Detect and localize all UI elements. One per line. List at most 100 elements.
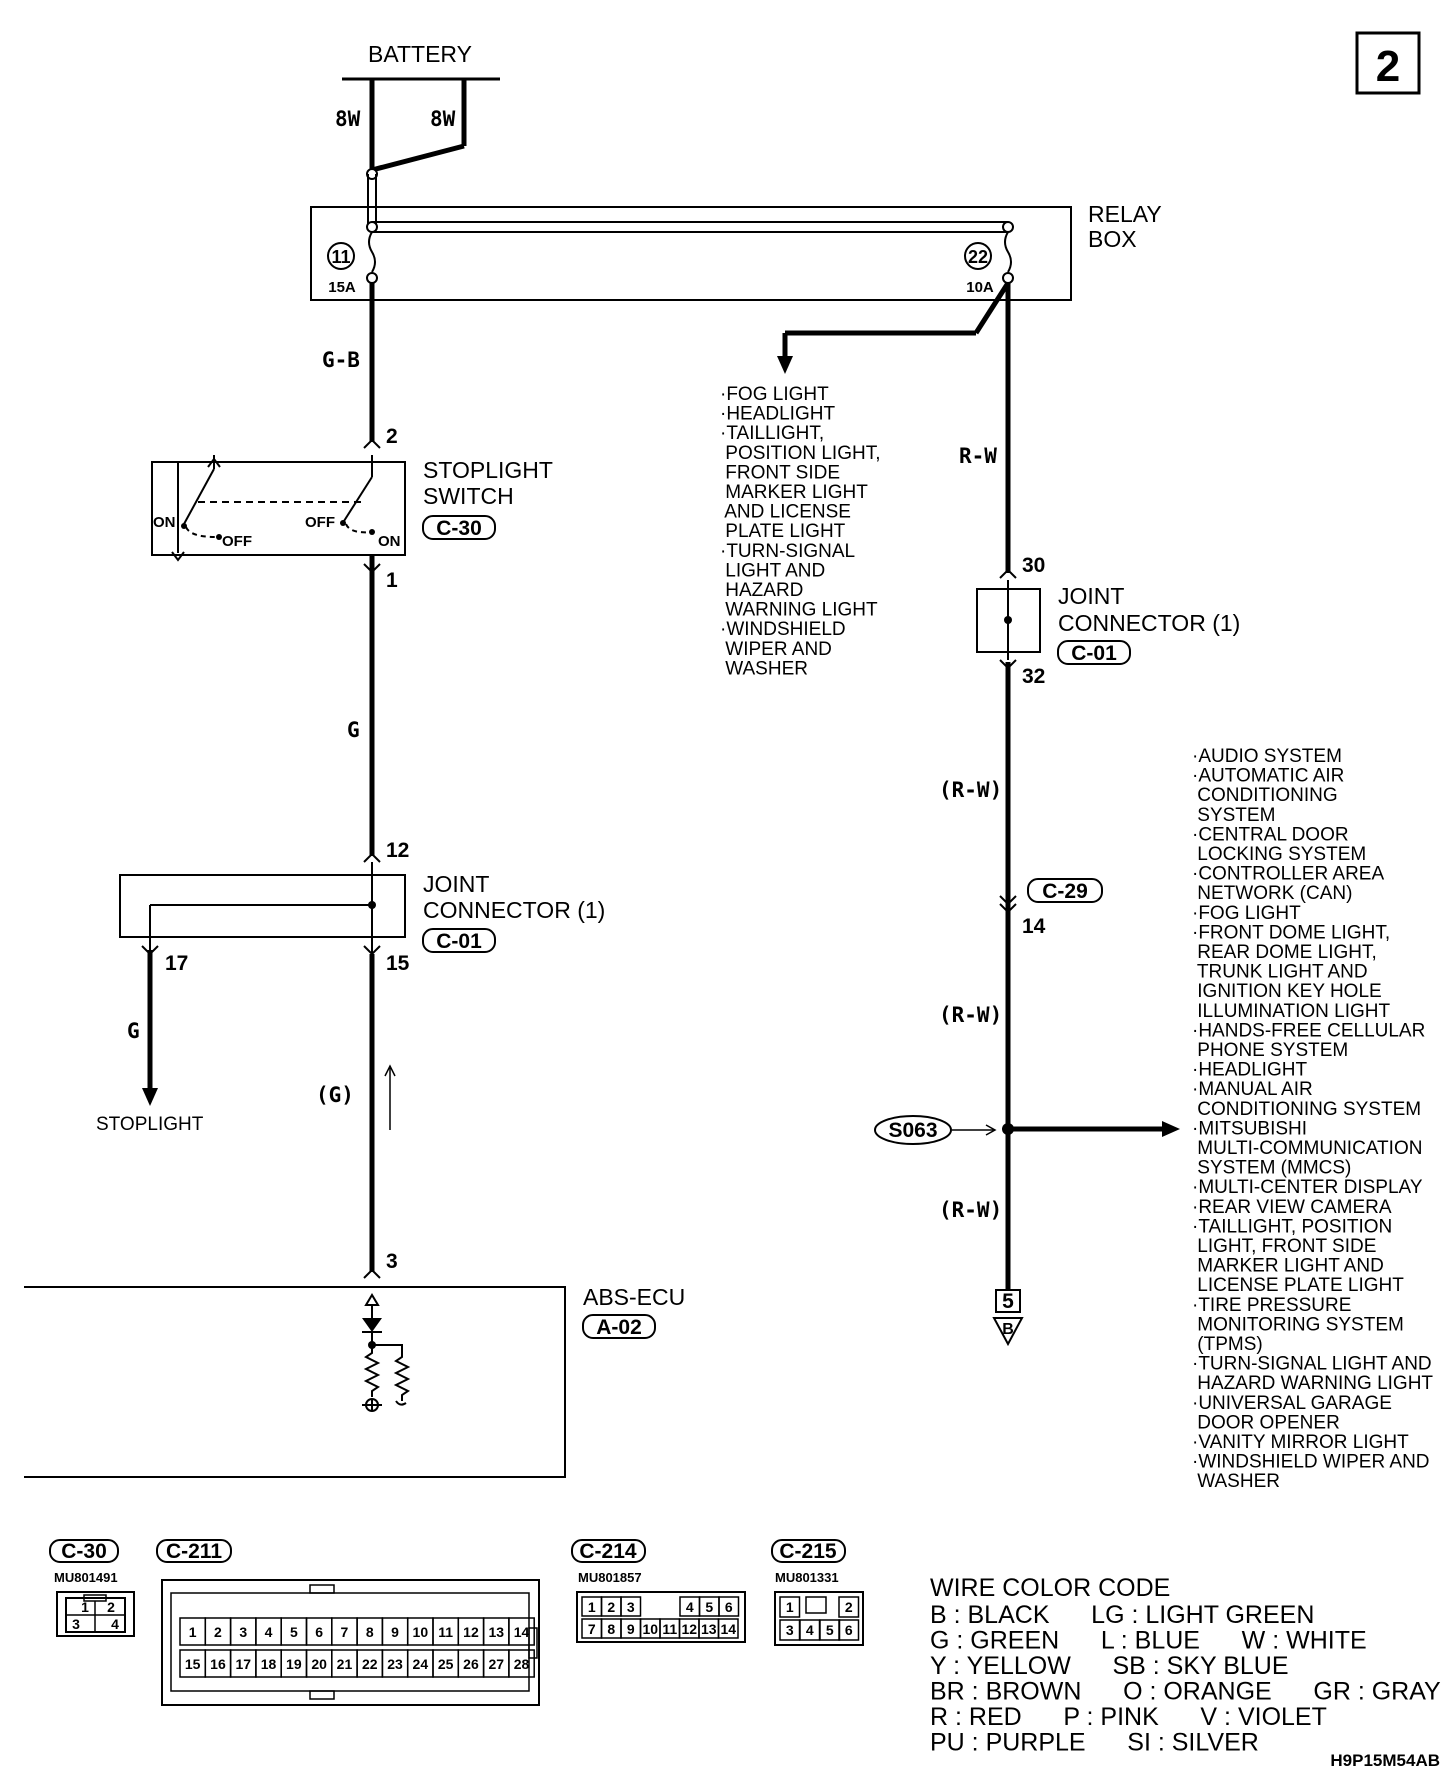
splice-label: S063 bbox=[888, 1119, 937, 1142]
switch-on-left: ON bbox=[153, 514, 176, 531]
relay-output-item: HAZARD bbox=[720, 580, 803, 601]
c214-label: C-214 bbox=[579, 1540, 637, 1563]
switch-label-1: STOPLIGHT bbox=[423, 457, 553, 483]
relay-box: RELAY BOX 11 15A 22 10A bbox=[310, 174, 1162, 301]
splice-output-item: CONDITIONING SYSTEM bbox=[1192, 1099, 1421, 1120]
relay-output-item: POSITION LIGHT, bbox=[720, 443, 880, 464]
c211-pin: 18 bbox=[261, 1656, 277, 1672]
splice-output-item: ·CONTROLLER AREA bbox=[1192, 864, 1384, 885]
battery-label: BATTERY bbox=[368, 41, 472, 67]
splice-output-item: ·WINDSHIELD WIPER AND bbox=[1192, 1452, 1430, 1473]
splice-output-item: DOOR OPENER bbox=[1192, 1412, 1340, 1433]
c214-pin: 4 bbox=[686, 1599, 694, 1615]
relay-output-item: FRONT SIDE bbox=[720, 462, 840, 483]
c214-part: MU801857 bbox=[578, 1570, 642, 1585]
splice-output-item: LIGHT, FRONT SIDE bbox=[1192, 1236, 1376, 1257]
wire-color-row: BR : BROWN O : ORANGE GR : GRAY bbox=[930, 1678, 1441, 1706]
stoplight-wire: G bbox=[127, 1019, 140, 1043]
wire-color-row: G : GREEN L : BLUE W : WHITE bbox=[930, 1627, 1367, 1655]
relay-output-item: ·TAILLIGHT, bbox=[720, 423, 824, 444]
switch-pin-top: 2 bbox=[386, 425, 398, 448]
c211-pin: 20 bbox=[311, 1656, 327, 1672]
joint-left-pin-in: 12 bbox=[386, 839, 409, 862]
fuse-11-number: 11 bbox=[331, 247, 350, 267]
joint-right-label-2: CONNECTOR (1) bbox=[1058, 610, 1240, 636]
c215-part: MU801331 bbox=[775, 1570, 839, 1585]
c211-pin: 25 bbox=[438, 1656, 454, 1672]
splice-output-item: MULTI-COMMUNICATION bbox=[1192, 1138, 1422, 1159]
joint-left-connector: C-01 bbox=[436, 930, 482, 953]
splice-output-item: ·AUDIO SYSTEM bbox=[1192, 746, 1342, 767]
splice-output-item: SYSTEM (MMCS) bbox=[1192, 1158, 1351, 1179]
abs-ecu-connector: A-02 bbox=[596, 1316, 642, 1339]
splice-output-item: MARKER LIGHT AND bbox=[1192, 1256, 1384, 1277]
splice-output-item: LICENSE PLATE LIGHT bbox=[1192, 1275, 1404, 1296]
wire-rw-paren-2: (R-W) bbox=[939, 1003, 1002, 1027]
splice-output-item: ·MULTI-CENTER DISPLAY bbox=[1192, 1177, 1423, 1198]
c214-pin: 2 bbox=[607, 1599, 615, 1615]
relay-output-item: WASHER bbox=[720, 658, 808, 679]
splice-output-item: ·MITSUBISHI bbox=[1192, 1118, 1307, 1139]
right-circuit: R-W 30 JOINT CONNECTOR (1) C-01 32 (R-W)… bbox=[874, 283, 1240, 1347]
splice-output-item: ·AUTOMATIC AIR bbox=[1192, 766, 1344, 787]
splice-output-item: ·REAR VIEW CAMERA bbox=[1192, 1197, 1392, 1218]
c214-pin: 11 bbox=[662, 1621, 677, 1637]
relay-output-item: LIGHT AND bbox=[720, 560, 825, 581]
c215-pin: 3 bbox=[786, 1622, 794, 1638]
c30-pin-2: 2 bbox=[107, 1599, 115, 1615]
splice-output-item: ·FRONT DOME LIGHT, bbox=[1192, 922, 1390, 943]
relay-output-item: ·TURN-SIGNAL bbox=[720, 541, 855, 562]
wire-color-row: Y : YELLOW SB : SKY BLUE bbox=[930, 1652, 1289, 1680]
relay-output-item: ·FOG LIGHT bbox=[720, 384, 829, 405]
wire-g-paren: (G) bbox=[316, 1083, 354, 1107]
c211-pin: 21 bbox=[337, 1656, 353, 1672]
c211-pin: 17 bbox=[235, 1656, 251, 1672]
splice-output-list: ·AUDIO SYSTEM·AUTOMATIC AIR CONDITIONING… bbox=[1192, 746, 1433, 1492]
c214-pin: 13 bbox=[701, 1621, 717, 1637]
c211-pin: 12 bbox=[463, 1624, 479, 1640]
c30-label: C-30 bbox=[61, 1540, 107, 1563]
connector-c29: C-29 bbox=[1042, 880, 1088, 903]
c211-pin: 19 bbox=[286, 1656, 302, 1672]
c214-pin: 10 bbox=[642, 1621, 658, 1637]
c211-pin: 3 bbox=[239, 1624, 247, 1640]
connector-c30-view: C-30 MU801491 1 2 3 4 bbox=[49, 1539, 135, 1637]
splice-output-item: ·HANDS-FREE CELLULAR bbox=[1192, 1020, 1425, 1041]
wire-color-title: WIRE COLOR CODE bbox=[930, 1574, 1170, 1602]
wire-rw-paren-1: (R-W) bbox=[939, 778, 1002, 802]
c211-label: C-211 bbox=[166, 1540, 222, 1563]
wire-color-row: B : BLACK LG : LIGHT GREEN bbox=[930, 1601, 1314, 1629]
c214-pin: 6 bbox=[725, 1599, 733, 1615]
c214-pin: 9 bbox=[627, 1621, 635, 1637]
switch-off-left: OFF bbox=[222, 533, 252, 550]
c211-pin: 14 bbox=[514, 1624, 530, 1640]
c29-pin: 14 bbox=[1022, 915, 1046, 938]
c215-pin: 1 bbox=[786, 1599, 794, 1615]
splice-output-item: TRUNK LIGHT AND bbox=[1192, 962, 1368, 983]
joint-left-pin-out-right: 15 bbox=[386, 952, 410, 975]
battery-wire-right: 8W bbox=[430, 107, 456, 131]
c211-pin: 9 bbox=[391, 1624, 399, 1640]
relay-output-item: ·HEADLIGHT bbox=[720, 404, 835, 425]
splice-output-item: WASHER bbox=[1192, 1471, 1280, 1492]
splice-output-item: PHONE SYSTEM bbox=[1192, 1040, 1348, 1061]
joint-right-pin-out: 32 bbox=[1022, 665, 1045, 688]
c211-pin: 23 bbox=[387, 1656, 403, 1672]
c211-pin: 2 bbox=[214, 1624, 222, 1640]
switch-off-right: OFF bbox=[305, 514, 335, 531]
switch-connector: C-30 bbox=[436, 517, 482, 540]
splice-output-item: IGNITION KEY HOLE bbox=[1192, 981, 1382, 1002]
relay-output-list: ·FOG LIGHT·HEADLIGHT·TAILLIGHT, POSITION… bbox=[720, 384, 880, 679]
c215-pin: 5 bbox=[826, 1622, 834, 1638]
c211-pin: 24 bbox=[413, 1656, 429, 1672]
relay-output-item: ·WINDSHIELD bbox=[720, 619, 846, 640]
c30-pin-3: 3 bbox=[72, 1616, 80, 1632]
c211-pin: 6 bbox=[315, 1624, 323, 1640]
c211-pin: 10 bbox=[413, 1624, 429, 1640]
